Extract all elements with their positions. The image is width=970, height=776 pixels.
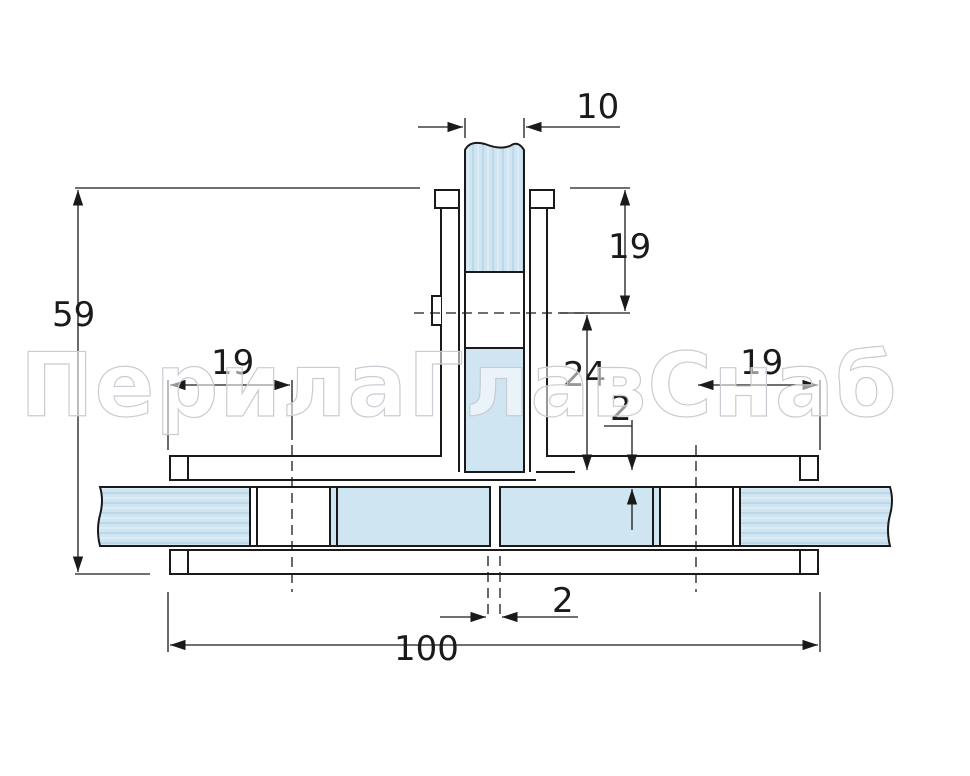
center-lines — [291, 312, 697, 620]
clamp-body-lower — [249, 486, 741, 547]
dim-label-24: 24 — [563, 355, 606, 395]
dim-label-2-bottom: 2 — [552, 581, 574, 621]
dim-label-59: 59 — [52, 295, 95, 335]
right-horizontal-glass — [739, 486, 893, 547]
dim-label-19-left: 19 — [211, 343, 254, 383]
dim-label-2-right: 2 — [610, 389, 632, 429]
dim-label-19-right: 19 — [740, 343, 783, 383]
watermark-text: ПерилаГлавСнаб — [20, 334, 898, 437]
left-horizontal-glass — [97, 486, 251, 547]
bottom-plate — [169, 549, 819, 575]
dim-label-19-top: 19 — [608, 227, 651, 267]
vertical-glass-pane — [464, 141, 525, 473]
dim-label-10: 10 — [576, 87, 619, 127]
dim-label-100: 100 — [394, 629, 459, 669]
dimension-lines — [72, 118, 821, 652]
